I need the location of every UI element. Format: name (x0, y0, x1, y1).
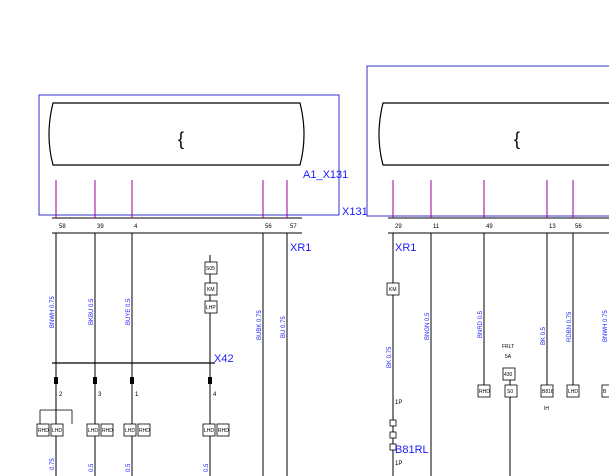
pin-13: 13 (549, 224, 556, 230)
tag-lhd-3: LHD (125, 428, 135, 434)
tag-lhd-right: LHD (568, 389, 578, 395)
tag-lhp: LHP (206, 305, 216, 311)
wire-label-bkbu: BKBU 0.5 (89, 298, 95, 325)
module-left-bracket: { (178, 129, 184, 149)
pin-11: 11 (433, 224, 440, 230)
tag-430: 430 (504, 372, 513, 378)
wire-label-bnwh-right: BNWH 0.75 (603, 310, 609, 342)
pin-4: 4 (134, 224, 138, 230)
pin-56-right: 56 (575, 224, 582, 230)
splice-name: B81RL (395, 444, 429, 456)
wire-label-buye: BUYE 0.5 (126, 298, 132, 325)
option-tags-right: KM FRLT 5A 430 RHD S0 B816 IH LHD B (386, 282, 609, 412)
wire-label-bottom-1: 0.75 (50, 458, 56, 470)
x42-pin-2: 2 (59, 392, 63, 398)
tag-rhd-right: RHD (479, 389, 490, 395)
tag-rhd-2: RHD (102, 428, 113, 434)
tag-rhd-4: RHD (218, 428, 229, 434)
connector-x42: X42 (214, 353, 234, 365)
tag-lhd-4: LHD (204, 428, 214, 434)
tag-b816: B816 (542, 389, 554, 395)
pin-56: 56 (265, 224, 272, 230)
x42-pin-3: 3 (98, 392, 102, 398)
splice-bottom-label: 1P (395, 461, 402, 467)
wire-label-bottom-2: 0.5 (89, 463, 95, 472)
tag-s05: S05 (206, 266, 215, 272)
wire-label-bu: BU 0.75 (281, 316, 287, 338)
tag-rhd-1: RHD (38, 428, 49, 434)
tag-km: KM (207, 287, 215, 293)
module-left: { A1_X131 X131 (38, 94, 368, 218)
x42-pin-4: 4 (213, 392, 217, 398)
tag-km-right: KM (389, 287, 397, 293)
option-tags-left: S05 KM LHP (204, 261, 218, 314)
tag-s0: S0 (507, 389, 513, 395)
tag-lhd-1: LHD (52, 428, 62, 434)
wire-label-bk05: BK 0.5 (541, 326, 547, 345)
wire-label-rdbn: RDBN 0.75 (567, 311, 573, 342)
pin-58: 58 (59, 224, 66, 230)
pin-labels: 58 39 4 56 57 29 11 49 13 56 (59, 224, 582, 230)
module-right: { (366, 65, 609, 217)
connector-x131-label: X131 (342, 206, 368, 218)
pin-49: 49 (486, 224, 493, 230)
tag-ih: IH (544, 406, 549, 412)
wire-label-bubk: BUBK 0.75 (257, 310, 263, 340)
wire-label-bngn: BNGN 0.5 (425, 312, 431, 340)
pin-29: 29 (395, 224, 402, 230)
wire-label-bnrd: BNRD 0.5 (478, 310, 484, 338)
x42-pins: 2 3 1 4 (54, 377, 217, 398)
x42-pin-1: 1 (135, 392, 139, 398)
tag-b: B (603, 389, 607, 395)
connector-xr1-right: XR1 (395, 242, 416, 254)
wire-label-bottom-4: 0.5 (204, 463, 210, 472)
tag-5a: 5A (505, 354, 512, 360)
module-left-name: A1_X131 (303, 169, 348, 181)
tag-lhd-2: LHD (88, 428, 98, 434)
splice-top-label: 1P (395, 400, 402, 406)
wire-label-bk: BK 0.75 (387, 346, 393, 368)
rhd-lhd-options: RHD LHD LHD RHD LHD RHD LHD RHD (36, 409, 230, 437)
pin-39: 39 (97, 224, 104, 230)
wire-label-bnwh: BNWH 0.75 (50, 296, 56, 328)
pin-57: 57 (290, 224, 297, 230)
tag-rhd-3: RHD (139, 428, 150, 434)
tag-frlt: FRLT (502, 344, 514, 350)
module-right-bracket: { (514, 129, 520, 149)
wire-label-bottom-3: 0.5 (126, 463, 132, 472)
splice-b81rl: 1P B81RL 1P (389, 400, 429, 467)
connector-xr1-left: XR1 (290, 242, 311, 254)
